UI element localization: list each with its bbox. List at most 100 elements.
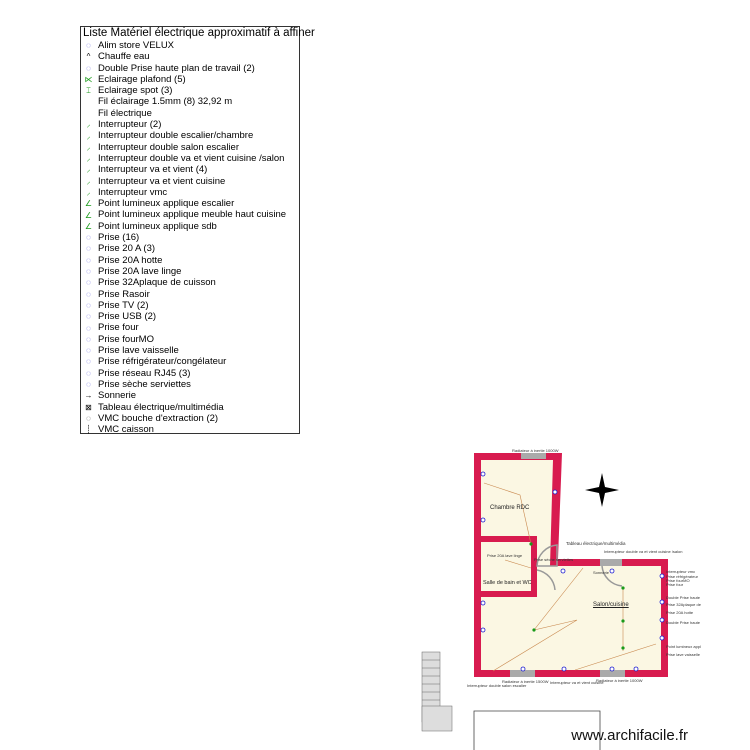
compass-icon — [585, 473, 619, 507]
label-panel: Tableau électrique/multimédia — [566, 541, 626, 546]
legend-item-label: Interrupteur vmc — [98, 186, 168, 198]
bath-floor — [481, 542, 531, 591]
legend-item: ⸝ Interrupteur va et vient cuisine — [83, 176, 297, 187]
legend-item-label: Chauffe eau — [98, 51, 150, 63]
legend-item-label: Point lumineux applique sdb — [98, 220, 217, 232]
legend-item: →Sonnerie — [83, 390, 297, 401]
legend-item: ◌Prise sèche serviettes — [83, 379, 297, 390]
wall-light-icon: ∠ — [84, 210, 93, 220]
legend-item: ◌Prise lave vaisselle — [83, 345, 297, 356]
socket-icon — [561, 666, 567, 672]
legend-title: Liste Matériel électrique approximatif à… — [83, 27, 315, 39]
door-chambre — [536, 544, 558, 567]
legend-item: ◌Prise 20 A (3) — [83, 243, 297, 254]
switch-icon: ⸝ — [86, 176, 91, 186]
legend-item-label: Interrupteur va et vient cuisine — [98, 175, 226, 187]
panel-icon: ⊠ — [85, 402, 92, 412]
label-right-item: Prise 20A hotte — [666, 610, 694, 615]
legend-item: ◌Prise fourMO — [83, 334, 297, 345]
dotted-circle-icon: ◌ — [86, 63, 91, 73]
legend-item-label: Prise réseau RJ45 (3) — [98, 367, 191, 379]
bath-wall-top — [474, 536, 537, 542]
legend-item: ◌Alim store VELUX — [83, 40, 297, 51]
water-heater-icon: ^ — [86, 52, 91, 62]
door-kitchen — [600, 559, 622, 566]
switch-icon: ⸝ — [86, 120, 91, 130]
door-sdb — [536, 569, 556, 591]
wire — [483, 482, 532, 545]
label-right-item: Double Prise haute — [666, 595, 701, 600]
label-right-item: Prise 32Aplaque de — [666, 602, 701, 607]
socket-icon — [560, 568, 566, 574]
socket-icon: ◌ — [86, 255, 91, 265]
legend-item: Fil éclairage 1.5mm (8) 32,92 m — [83, 96, 297, 107]
legend-item: ◌ Prise Rasoir — [83, 289, 297, 300]
legend-item-label: Prise Rasoir — [98, 288, 150, 300]
socket-icon — [480, 471, 486, 477]
label-bottom-radiator-right: Radiateur à inertie 1000W — [596, 678, 643, 683]
legend-item: ◌Prise 32Aplaque de cuisson — [83, 277, 297, 288]
socket-icon — [659, 635, 665, 641]
wire — [504, 559, 532, 569]
legend-item: ◌Prise réfrigérateur/congélateur — [83, 356, 297, 367]
socket-icon — [480, 627, 486, 633]
socket-icon: ◌ — [86, 289, 91, 299]
label-right-item: Double Prise haute — [666, 620, 701, 625]
legend-item: ◌ Prise 20A hotte — [83, 255, 297, 266]
legend-item-label: Point lumineux applique escalier — [98, 198, 235, 210]
socket-icon — [609, 666, 615, 672]
outbuilding — [473, 710, 601, 750]
socket-icon: ◌ — [86, 346, 91, 356]
light-icon — [532, 628, 536, 632]
spot-light-icon: ⌶ — [86, 86, 91, 96]
legend-item: ◌Prise TV (2) — [83, 300, 297, 311]
legend-item-label: Prise 20A lave linge — [98, 265, 182, 277]
label-right-item: Prise lave vaisselle — [666, 652, 701, 657]
switch-icon: ⸝ — [86, 131, 91, 141]
legend-item-label: Interrupteur va et vient (4) — [98, 164, 208, 176]
legend-item: ⊠Tableau électrique/multimédia — [83, 402, 297, 413]
legend-item: ⸝Interrupteur double va et vient cuisine… — [83, 153, 297, 164]
legend-item-label: Prise USB (2) — [98, 311, 157, 323]
legend-item: ◌Prise USB (2) — [83, 311, 297, 322]
label-salon-switch: Interrupteur double salon escalier — [467, 683, 527, 688]
switch-icon: ⸝ — [86, 142, 91, 152]
switch-icon: ⸝ — [86, 165, 91, 175]
legend-item-label: Interrupteur (2) — [98, 119, 162, 131]
legend-item-label: Prise 20 A (3) — [98, 243, 156, 255]
legend-item-label: Eclairage plafond (5) — [98, 73, 186, 85]
legend-item-label: Interrupteur double salon escalier — [98, 141, 240, 153]
label-washer: Prise 20A lave linge — [487, 553, 523, 558]
legend-item: ◌Prise 20A lave linge — [83, 266, 297, 277]
legend-item: ⸝Interrupteur vmc — [83, 187, 297, 198]
legend-item: ^ Chauffe eau — [83, 51, 297, 62]
stairs-landing — [421, 705, 453, 732]
label-right-item: Point lumineux appl — [666, 644, 701, 649]
legend-item-label: Prise 20A hotte — [98, 254, 163, 266]
legend-item: ∠Point lumineux applique meuble haut cui… — [83, 209, 297, 220]
label-bottom-radiator-left: Radiateur à inertie 1500W — [502, 679, 549, 684]
legend-item: Fil électrique — [83, 108, 297, 119]
socket-icon: ◌ — [86, 334, 91, 344]
vmc-box-icon: ┊ — [86, 425, 91, 435]
socket-icon — [609, 568, 615, 574]
legend-item: ⸝ Interrupteur va et vient (4) — [83, 164, 297, 175]
socket-icon — [659, 617, 665, 623]
label-bottom-switch: Interrupteur va et vient cuisine — [550, 680, 604, 685]
wall-light-icon: ∠ — [84, 221, 93, 231]
legend-item: ◌Prise four — [83, 322, 297, 333]
wire — [574, 643, 657, 671]
socket-icon: ◌ — [86, 233, 91, 243]
vent-icon: ◌ — [86, 413, 91, 423]
light-icon — [621, 619, 625, 623]
legend-item-label: Prise four — [98, 322, 139, 334]
legend-item: ⸝Interrupteur double escalier/chambre — [83, 130, 297, 141]
legend-item: ∠ Point lumineux applique sdb — [83, 221, 297, 232]
socket-icon: ◌ — [86, 278, 91, 288]
light-icon — [621, 646, 625, 650]
label-right-item: Prise fourMO — [666, 578, 690, 583]
socket-icon: ◌ — [86, 300, 91, 310]
label-towel: Prise sèche serviettes — [534, 557, 574, 562]
socket-icon — [659, 599, 665, 605]
